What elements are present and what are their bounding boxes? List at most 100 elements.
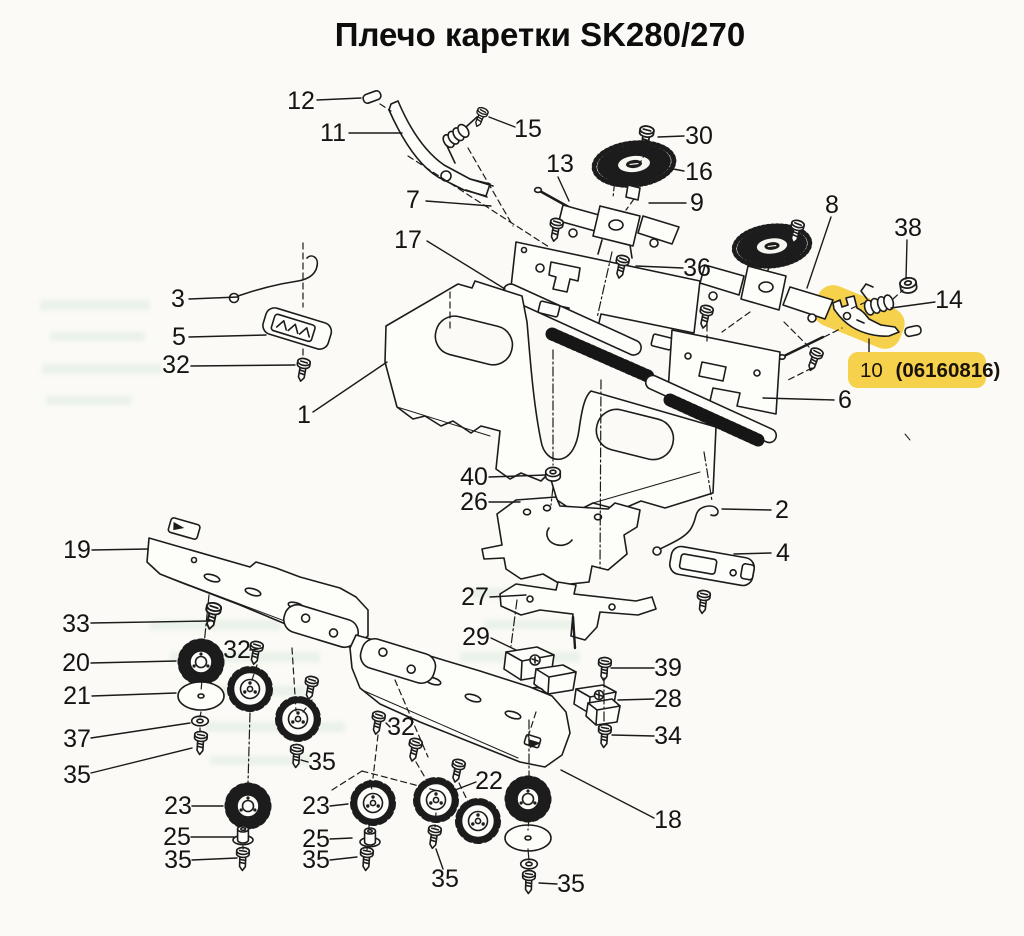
- part-label-30-3: 30: [685, 122, 713, 150]
- part-21-disc: [177, 681, 225, 711]
- part-label-12-0: 12: [287, 87, 315, 115]
- construction-lines: [199, 103, 911, 862]
- part-label-19-21: 19: [63, 536, 91, 564]
- part-label-27-23: 27: [461, 583, 489, 611]
- leader-line-21-29: [91, 692, 177, 697]
- part-label-35-34: 35: [63, 761, 91, 789]
- part-label-37-32: 37: [63, 725, 91, 753]
- part-9-bracket: [558, 204, 680, 259]
- part-label-33-24: 33: [62, 610, 90, 638]
- part-2-wire: [652, 505, 719, 556]
- part-15-spring: [442, 116, 478, 164]
- end-cap-pin: [904, 324, 922, 338]
- part-37-washer: [190, 715, 210, 727]
- part-label-2-20: 2: [775, 496, 789, 524]
- part-label-3-12: 3: [171, 285, 185, 313]
- part-label-25-39: 25: [163, 823, 191, 851]
- part-label-23-40: 23: [302, 792, 330, 820]
- leader-line-2-20: [721, 508, 772, 511]
- part-22-gear-b: [459, 802, 498, 841]
- part-25-grommet-b: [359, 827, 381, 848]
- part-label-23-37: 23: [164, 792, 192, 820]
- leader-line-3-12: [188, 296, 239, 300]
- part-19-arm: [146, 517, 369, 649]
- part-16-stem: [625, 184, 641, 201]
- part-label-39-28: 39: [654, 654, 682, 682]
- leader-line-16-4: [667, 167, 685, 172]
- leader-line-15-2: [488, 116, 516, 128]
- part-18-arm: [349, 634, 571, 768]
- part-label-25-42: 25: [302, 825, 330, 853]
- leader-line-1-17: [312, 361, 388, 413]
- leader-line-18-38: [560, 769, 655, 819]
- part-label-29-25: 29: [462, 623, 490, 651]
- part-11-release-lever: [388, 100, 494, 198]
- part-label-21-29: 21: [63, 682, 91, 710]
- leader-line-17-10: [426, 240, 506, 290]
- leader-line-12-0: [316, 97, 362, 101]
- leader-line-7-7: [425, 200, 492, 207]
- part-label-20-26: 20: [62, 649, 90, 677]
- leader-line-23-40: [329, 803, 349, 807]
- screw-10-mount: [803, 345, 825, 374]
- part-35-screw-e: [425, 823, 443, 850]
- leader-line-37-32: [90, 722, 191, 739]
- leader-line-36-11: [635, 265, 684, 269]
- part-12-pin: [362, 90, 382, 104]
- leader-line-33-24: [90, 620, 211, 624]
- part-1-main-plate: [384, 280, 717, 513]
- leader-line-28-30: [617, 698, 655, 701]
- part-28-block: [573, 684, 621, 726]
- leader-line-32-31: [385, 722, 391, 728]
- part-35-screw-c: [235, 846, 251, 872]
- screw-7: [546, 216, 565, 244]
- leader-line-6-16: [762, 397, 835, 401]
- leader-line-34-33: [611, 734, 655, 737]
- part-label-4-22: 4: [776, 539, 790, 567]
- leader-line-4-22: [733, 552, 772, 555]
- part-label-16-4: 16: [685, 158, 713, 186]
- part-40-nut: [544, 466, 562, 482]
- highlight-part-10-label: 10 (06160816): [848, 338, 1000, 388]
- part-label-13-5: 13: [546, 150, 574, 178]
- leader-line-14-13: [890, 301, 936, 309]
- part-label-26-19: 26: [460, 488, 488, 516]
- part-label-35-45: 35: [557, 870, 585, 898]
- leader-line-35-44: [435, 848, 444, 870]
- leader-line-38-9: [905, 239, 908, 280]
- part-label-7-7: 7: [406, 186, 420, 214]
- part-label-38-9: 38: [894, 214, 922, 242]
- part-label-22-36: 22: [475, 767, 503, 795]
- part-label-28-30: 28: [654, 685, 682, 713]
- leader-line-19-21: [91, 548, 149, 551]
- part-7-plate: [509, 241, 701, 334]
- part-label-35-43: 35: [302, 846, 330, 874]
- leader-line-27-23: [489, 594, 527, 598]
- part-label-8-8: 8: [825, 191, 839, 219]
- part-4-slider: [668, 545, 756, 587]
- highlight-part-number: 10: [860, 359, 883, 382]
- part-3-wire: [228, 255, 319, 304]
- leader-line-22-36: [449, 781, 477, 793]
- part-label-32-31: 32: [387, 713, 415, 741]
- svg-text:10 (06160816): 10 (06160816): [860, 359, 1000, 382]
- part-label-34-33: 34: [654, 722, 682, 750]
- gear-upper-a: [231, 670, 270, 709]
- part-label-35-41: 35: [164, 846, 192, 874]
- leader-line-8-8: [806, 216, 832, 289]
- screw-6: [695, 303, 715, 331]
- part-10-lever: [832, 295, 900, 337]
- part-14-spring: [860, 283, 895, 316]
- leader-line-32-27: [249, 648, 259, 651]
- leader-line-29-25: [490, 637, 517, 651]
- part-32-screw-a: [293, 356, 312, 384]
- leader-line-40-18: [488, 474, 547, 478]
- part-20-brush-wheel: [184, 645, 218, 679]
- screw-arm-a: [404, 736, 424, 764]
- part-35-screw-d: [358, 846, 375, 872]
- leader-line-35-41: [191, 857, 238, 861]
- part-35-screw-f: [521, 869, 537, 895]
- screw-arm-b: [447, 757, 467, 785]
